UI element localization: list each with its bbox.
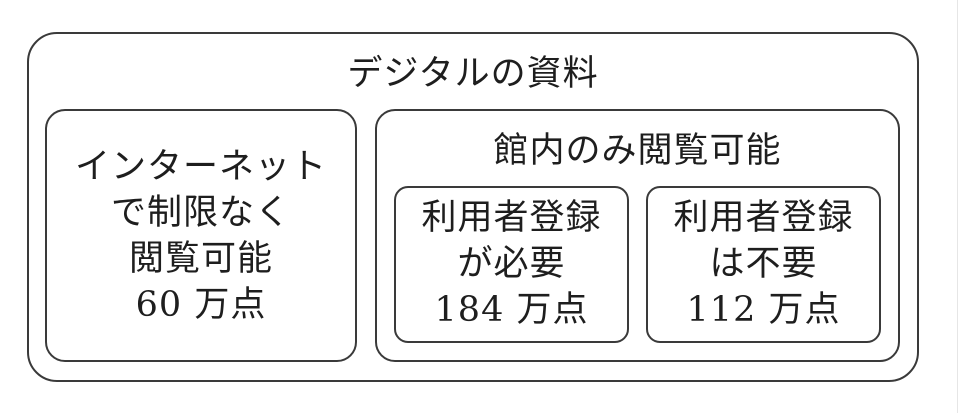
registration-not-required-box (646, 186, 881, 343)
digital-materials-container (27, 32, 919, 382)
in-library-only-title: 館内のみ閲覧可能 (493, 131, 782, 171)
registration-required-count: 184 万点 (434, 290, 589, 330)
registration-not-required-line-2: は不要 (709, 244, 818, 284)
internet-unrestricted-text: インターネット で制限なく 閲覧可能 60 万点 (45, 141, 357, 331)
internet-unrestricted-box (45, 109, 357, 362)
registration-not-required-text: 利用者登録 は不要 112 万点 (646, 194, 881, 334)
registration-required-box (394, 186, 629, 343)
registration-required-text: 利用者登録 が必要 184 万点 (394, 194, 629, 334)
internet-line-3: 閲覧可能 (128, 239, 273, 279)
internet-line-2: で制限なく (110, 193, 291, 233)
in-library-only-box (375, 109, 900, 362)
internet-line-1: インターネット (74, 147, 327, 187)
digital-materials-title: デジタルの資料 (347, 54, 599, 94)
registration-not-required-count: 112 万点 (686, 290, 841, 330)
registration-required-line-2: が必要 (457, 244, 566, 284)
registration-not-required-line-1: 利用者登録 (673, 198, 854, 238)
registration-required-line-1: 利用者登録 (421, 198, 602, 238)
image-edge-divider (957, 0, 958, 413)
internet-count: 60 万点 (135, 285, 267, 325)
